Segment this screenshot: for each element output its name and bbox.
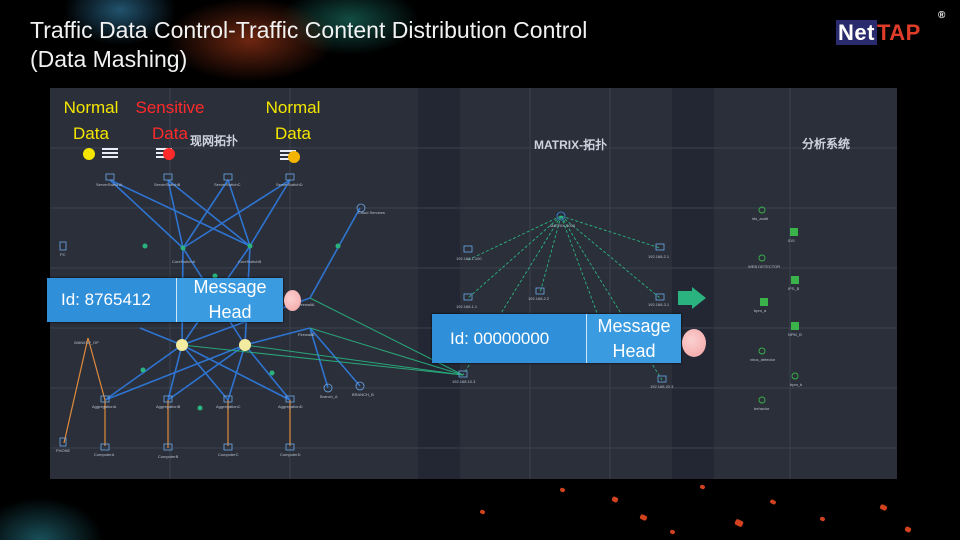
node-label: Cloud Services — [358, 210, 385, 215]
normal-data-dot-orange — [288, 151, 300, 163]
ember-decoration — [559, 487, 566, 493]
node-label: AggregationB — [156, 404, 181, 409]
normal-data-label: Normal Data — [265, 98, 321, 143]
analysis-system-title: 分析系统 — [802, 137, 851, 151]
matrix-panel-bg — [672, 88, 714, 479]
packet-head-left: Message Head — [176, 277, 283, 322]
matrix-node-label: 192.168.1.1 — [456, 304, 478, 309]
slide-title-line2: (Data Mashing) — [30, 46, 188, 72]
packet-label-left: Id: 8765412 Message Head — [47, 277, 283, 322]
analysis-node-label: IDS — [788, 238, 795, 243]
node-label: BRANCH_B — [352, 392, 374, 397]
node-label: FirewallB — [298, 332, 315, 337]
ember-decoration — [479, 509, 486, 515]
sensitive-data-dot — [163, 148, 175, 160]
packet-head-right: Message Head — [586, 314, 681, 363]
normal-data-dot — [83, 148, 95, 160]
flow-arrow-head — [692, 287, 706, 309]
analysis-node-label: bpm_a — [754, 308, 767, 313]
node-label: ComputerB — [158, 454, 179, 459]
flow-arrow-icon — [678, 291, 692, 305]
node-label: ServerSwitchC — [214, 182, 241, 187]
packet-label-right: Id: 00000000 Message Head — [432, 314, 681, 363]
matrix-node-label: 192.168.2.1 — [648, 254, 670, 259]
data-packet-yellow — [176, 339, 188, 351]
ember-decoration — [904, 525, 912, 534]
node-label: CoreSwitchB — [238, 259, 262, 264]
packet-id-left: Id: 8765412 — [47, 278, 176, 322]
message-head-dot-left — [284, 290, 301, 311]
node-label: Branch_A — [320, 394, 338, 399]
matrix-topology-title: MATRIX-拓扑 — [534, 138, 608, 152]
analysis-node-label: NPM_B — [788, 332, 802, 337]
ember-decoration — [669, 529, 676, 535]
ember-decoration — [611, 495, 619, 504]
analysis-node-label: IPS_B — [788, 286, 800, 291]
node-label: AggregationA — [92, 404, 117, 409]
ember-decoration — [734, 518, 744, 528]
matrix-node-label: 192.168.10.3 — [452, 379, 476, 384]
analysis-node-label: ids_audit — [752, 216, 769, 221]
node-label: ServerSwitchB — [154, 182, 181, 187]
matrix-panel-bg — [418, 88, 460, 479]
node-label: ComputerD — [280, 452, 301, 457]
slide-title-line1: Traffic Data Control-Traffic Content Dis… — [30, 17, 588, 43]
node-label: AggregationC — [216, 404, 241, 409]
data-packet-yellow — [239, 339, 251, 351]
message-head-dot-right — [682, 329, 706, 357]
node-label: AggregationD — [278, 404, 303, 409]
matrix-node-label: 192.168.2.2 — [528, 296, 550, 301]
matrix-node-label: 192.168.3.1 — [648, 302, 670, 307]
node-label: ServerSwitchD — [276, 182, 303, 187]
data-stream-icon — [102, 148, 118, 160]
ember-decoration — [819, 516, 826, 522]
normal-data-label: Normal Data — [63, 98, 119, 143]
node-label: ComputerC — [218, 452, 239, 457]
sensitive-data-label: Sensitive Data — [135, 98, 205, 143]
node-label: FirewallA — [298, 302, 315, 307]
node-label: PC — [60, 252, 66, 257]
node-label: ServerSwitchA — [96, 182, 123, 187]
node-label: WAN/ISP_OP — [74, 340, 99, 345]
matrix-node-label: 192.168.1.100 — [456, 256, 482, 261]
packet-id-right: Id: 00000000 — [432, 314, 586, 363]
analysis-node-label: WEB DETECTOR — [748, 264, 781, 269]
analysis-node-label: behavior — [754, 406, 770, 411]
network-topology-title: 现网拓扑 — [190, 134, 239, 148]
slide-title: Traffic Data Control-Traffic Content Dis… — [30, 16, 587, 74]
analysis-node-label: virus_detector — [750, 357, 776, 362]
ember-decoration — [769, 498, 777, 506]
node-label: PHONE — [56, 448, 71, 453]
matrix-node-label: 192.168.20.3 — [650, 384, 674, 389]
nettap-logo: NetTAP ® — [836, 10, 946, 45]
analysis-node-label: bpm_b — [790, 382, 803, 387]
ember-decoration — [699, 484, 706, 490]
ember-decoration — [879, 503, 888, 512]
node-label: ComputerA — [94, 452, 115, 457]
matrix-node-label: MATRIX-3000 — [550, 223, 576, 228]
ember-decoration — [639, 513, 648, 522]
node-label: CoreSwitchA — [172, 259, 196, 264]
